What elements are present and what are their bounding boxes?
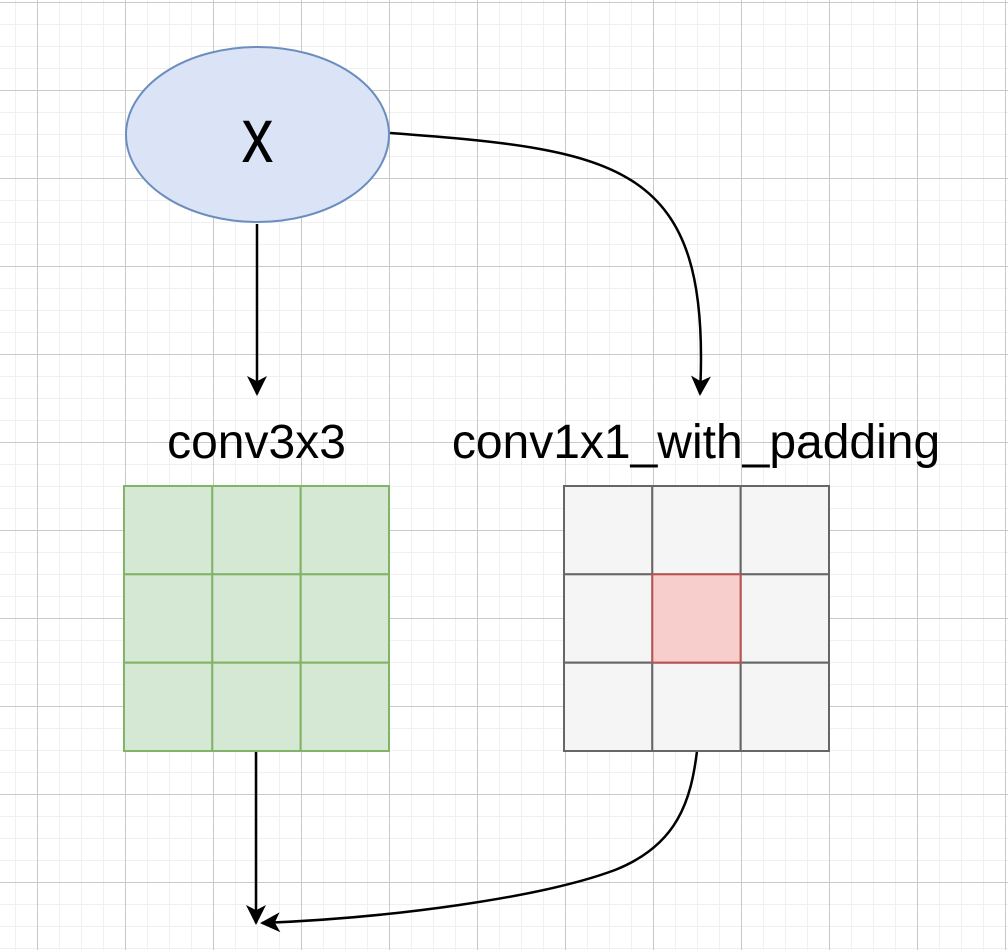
kernel-cell: [211, 573, 302, 664]
kernel-cell: [123, 573, 214, 664]
label-conv3x3[interactable]: conv3x3: [167, 416, 346, 469]
padding-cell: [739, 661, 831, 753]
kernel-cell: [123, 485, 214, 576]
kernel-cell: [299, 485, 391, 576]
kernel-cell: [211, 661, 302, 753]
padding-cell: [563, 485, 654, 576]
kernel-cell: [299, 573, 391, 664]
kernel-cell: [211, 485, 302, 576]
padding-cell: [739, 573, 831, 664]
padding-cell: [651, 661, 742, 753]
padding-cell: [563, 573, 654, 664]
edge-x-to-conv1x1[interactable]: [389, 131, 711, 396]
label-conv1x1-with-padding[interactable]: conv1x1_with_padding: [451, 416, 941, 469]
padding-cell: [563, 661, 654, 753]
node-x-ellipse[interactable]: [125, 46, 390, 223]
kernel-grid-conv1x1[interactable]: [563, 485, 831, 753]
kernel-grid-conv3x3[interactable]: [123, 485, 391, 753]
edge-conv1x1-to-merge[interactable]: [260, 750, 699, 933]
padding-cell: [651, 485, 742, 576]
node-x-label-text: x: [241, 90, 274, 179]
padding-center-cell: [651, 573, 742, 664]
kernel-cell: [299, 661, 391, 753]
padding-cell: [739, 485, 831, 576]
node-x-label[interactable]: x: [125, 46, 390, 223]
kernel-cell: [123, 661, 214, 753]
